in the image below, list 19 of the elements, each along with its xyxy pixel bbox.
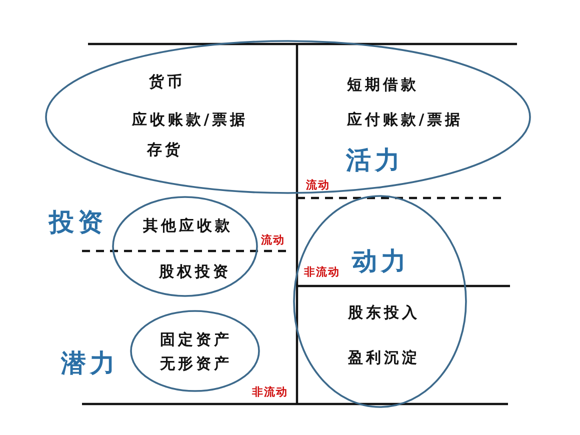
- account-item: 短期借款: [347, 76, 419, 94]
- section-title: 潜力: [61, 348, 119, 380]
- category-tag: 流动: [306, 178, 330, 192]
- account-item: 无形资产: [160, 354, 232, 374]
- account-item: 固定资产: [160, 330, 232, 350]
- section-title: 活力: [346, 144, 404, 176]
- account-item: 货币: [149, 72, 185, 92]
- section-title: 投资: [49, 206, 107, 238]
- section-title: 动力: [352, 246, 410, 278]
- category-tag: 流动: [261, 232, 285, 248]
- account-item: 应收账款/票据: [132, 110, 248, 130]
- account-item: 股东投入: [348, 304, 420, 322]
- category-tag: 非流动: [304, 264, 340, 280]
- account-item: 股权投资: [159, 262, 231, 282]
- account-item: 存货: [147, 140, 183, 160]
- category-tag: 非流动: [252, 384, 288, 400]
- account-item: 其他应收款: [143, 216, 233, 236]
- account-item: 盈利沉淀: [348, 348, 420, 368]
- account-item: 应付账款/票据: [346, 110, 464, 130]
